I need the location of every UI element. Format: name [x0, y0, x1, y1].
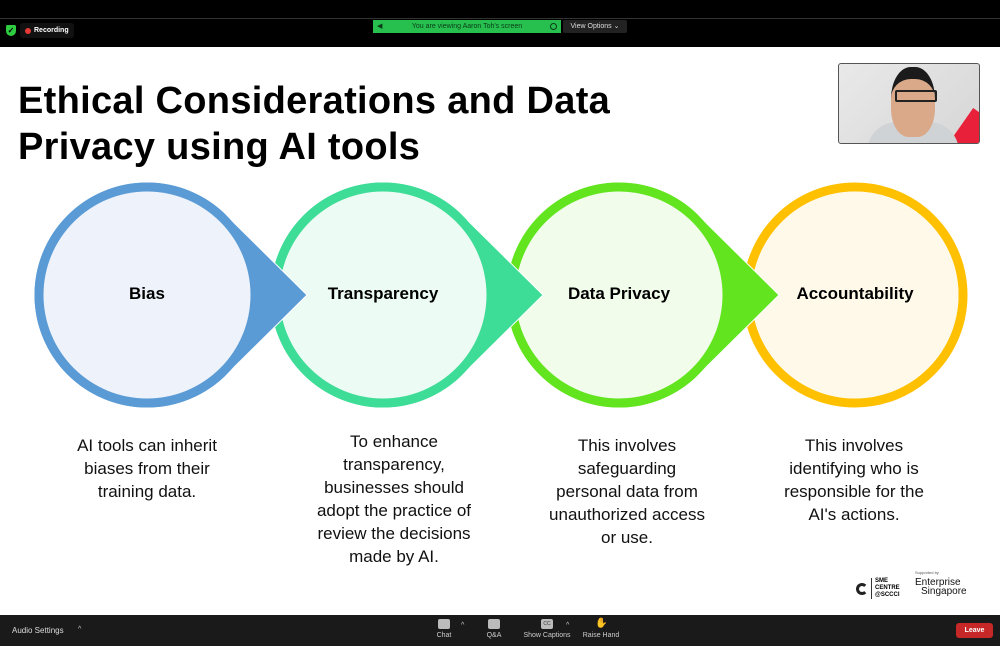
recording-indicator[interactable]: Recording [20, 23, 74, 38]
chat-bubble-icon [438, 619, 450, 629]
desc-line: adopt the practice of [316, 501, 472, 520]
viewing-screen-banner: ◀ You are viewing Aaron Toh's screen [373, 20, 561, 33]
audio-settings-button[interactable]: Audio Settings [12, 626, 64, 635]
step-description-transparency: To enhance transparency, businesses shou… [289, 430, 499, 568]
step-description-accountability: This involves identifying who is respons… [749, 434, 959, 526]
sme-centre-mark-icon [856, 582, 868, 595]
desc-line: transparency, [343, 455, 445, 474]
step-circle-fill [279, 191, 487, 399]
view-options-label: View Options [570, 23, 612, 30]
sme-centre-text: SME CENTRE @SCCCI [871, 578, 900, 599]
desc-line: personal data from [556, 482, 698, 501]
desc-line: AI's actions. [808, 505, 900, 524]
desc-line: made by AI. [349, 547, 439, 566]
desc-line: This involves [804, 436, 904, 455]
sponsor-logos: SME CENTRE @SCCCI Supported by Enterpris… [856, 570, 986, 606]
step-description-bias: AI tools can inherit biases from their t… [42, 434, 252, 503]
step-circle-fill [515, 191, 723, 399]
leave-button[interactable]: Leave [956, 623, 993, 638]
speaker-glasses [895, 90, 937, 102]
step-circle-fill [751, 191, 959, 399]
record-status-icon [550, 23, 557, 30]
desc-line: training data. [97, 482, 197, 501]
desc-line: review the decisions [317, 524, 471, 543]
audio-options-caret-icon[interactable]: ^ [78, 626, 82, 633]
step-label-bias: Bias [129, 284, 165, 303]
captions-options-caret-icon[interactable]: ^ [566, 622, 570, 629]
step-circle-fill [43, 191, 251, 399]
closed-captions-icon: CC [541, 619, 553, 629]
title-line-2: Privacy using AI tools [18, 126, 421, 168]
enterprise-singapore-logo: Enterprise Singapore [915, 577, 967, 597]
show-captions-button[interactable]: CC Show Captions [519, 619, 575, 639]
raise-hand-label: Raise Hand [582, 632, 620, 639]
desc-line: unauthorized access [549, 505, 705, 524]
viewing-text: You are viewing Aaron Toh's screen [411, 23, 523, 30]
chat-label: Chat [436, 632, 452, 639]
qa-button[interactable]: Q&A [484, 619, 504, 639]
enterprise-line-2: Singapore [921, 586, 967, 597]
show-captions-label: Show Captions [523, 632, 571, 639]
speaker-head [891, 67, 935, 137]
desc-line: responsible for the [784, 482, 924, 501]
supported-by-label: Supported by [915, 570, 939, 575]
step-description-data-privacy: This involves safeguarding personal data… [522, 434, 732, 549]
title-line-1: Ethical Considerations and Data [18, 80, 611, 122]
desc-line: To enhance [350, 432, 438, 451]
desc-line: AI tools can inherit [77, 436, 217, 455]
step-label-transparency: Transparency [327, 284, 439, 303]
desc-line: businesses should [324, 478, 464, 497]
speaker-icon: ◀ [377, 23, 383, 30]
desc-line: or use. [601, 528, 653, 547]
qa-bubbles-icon [488, 619, 500, 629]
recording-dot-icon [25, 27, 31, 34]
recording-label: Recording [34, 27, 69, 34]
divider [0, 18, 1000, 19]
qa-label: Q&A [486, 632, 502, 639]
enterprise-line-1: Enterprise [915, 577, 961, 588]
chevron-down-icon: ⌄ [613, 23, 620, 30]
desc-line: safeguarding [577, 459, 677, 478]
desc-line: This involves [577, 436, 677, 455]
desc-line: biases from their [84, 459, 210, 478]
raise-hand-button[interactable]: ✋ Raise Hand [580, 618, 622, 640]
desc-line: identifying who is [789, 459, 919, 478]
step-label-accountability: Accountability [796, 284, 914, 303]
sme-centre-logo: SME CENTRE @SCCCI [856, 578, 900, 599]
step-label-data-privacy: Data Privacy [567, 284, 671, 303]
meeting-top-bar: ✓ Recording ◀ You are viewing Aaron Toh'… [0, 0, 1000, 47]
security-shield-icon[interactable]: ✓ [6, 25, 16, 36]
meeting-toolbar: Audio Settings ^ Chat ^ Q&A CC Show Capt… [0, 615, 1000, 646]
chat-button[interactable]: Chat [434, 619, 454, 639]
hand-icon: ✋ [595, 618, 608, 629]
view-options-button[interactable]: View Options ⌄ [563, 20, 627, 33]
speaker-video-thumbnail[interactable] [838, 63, 980, 144]
chat-options-caret-icon[interactable]: ^ [461, 622, 465, 629]
